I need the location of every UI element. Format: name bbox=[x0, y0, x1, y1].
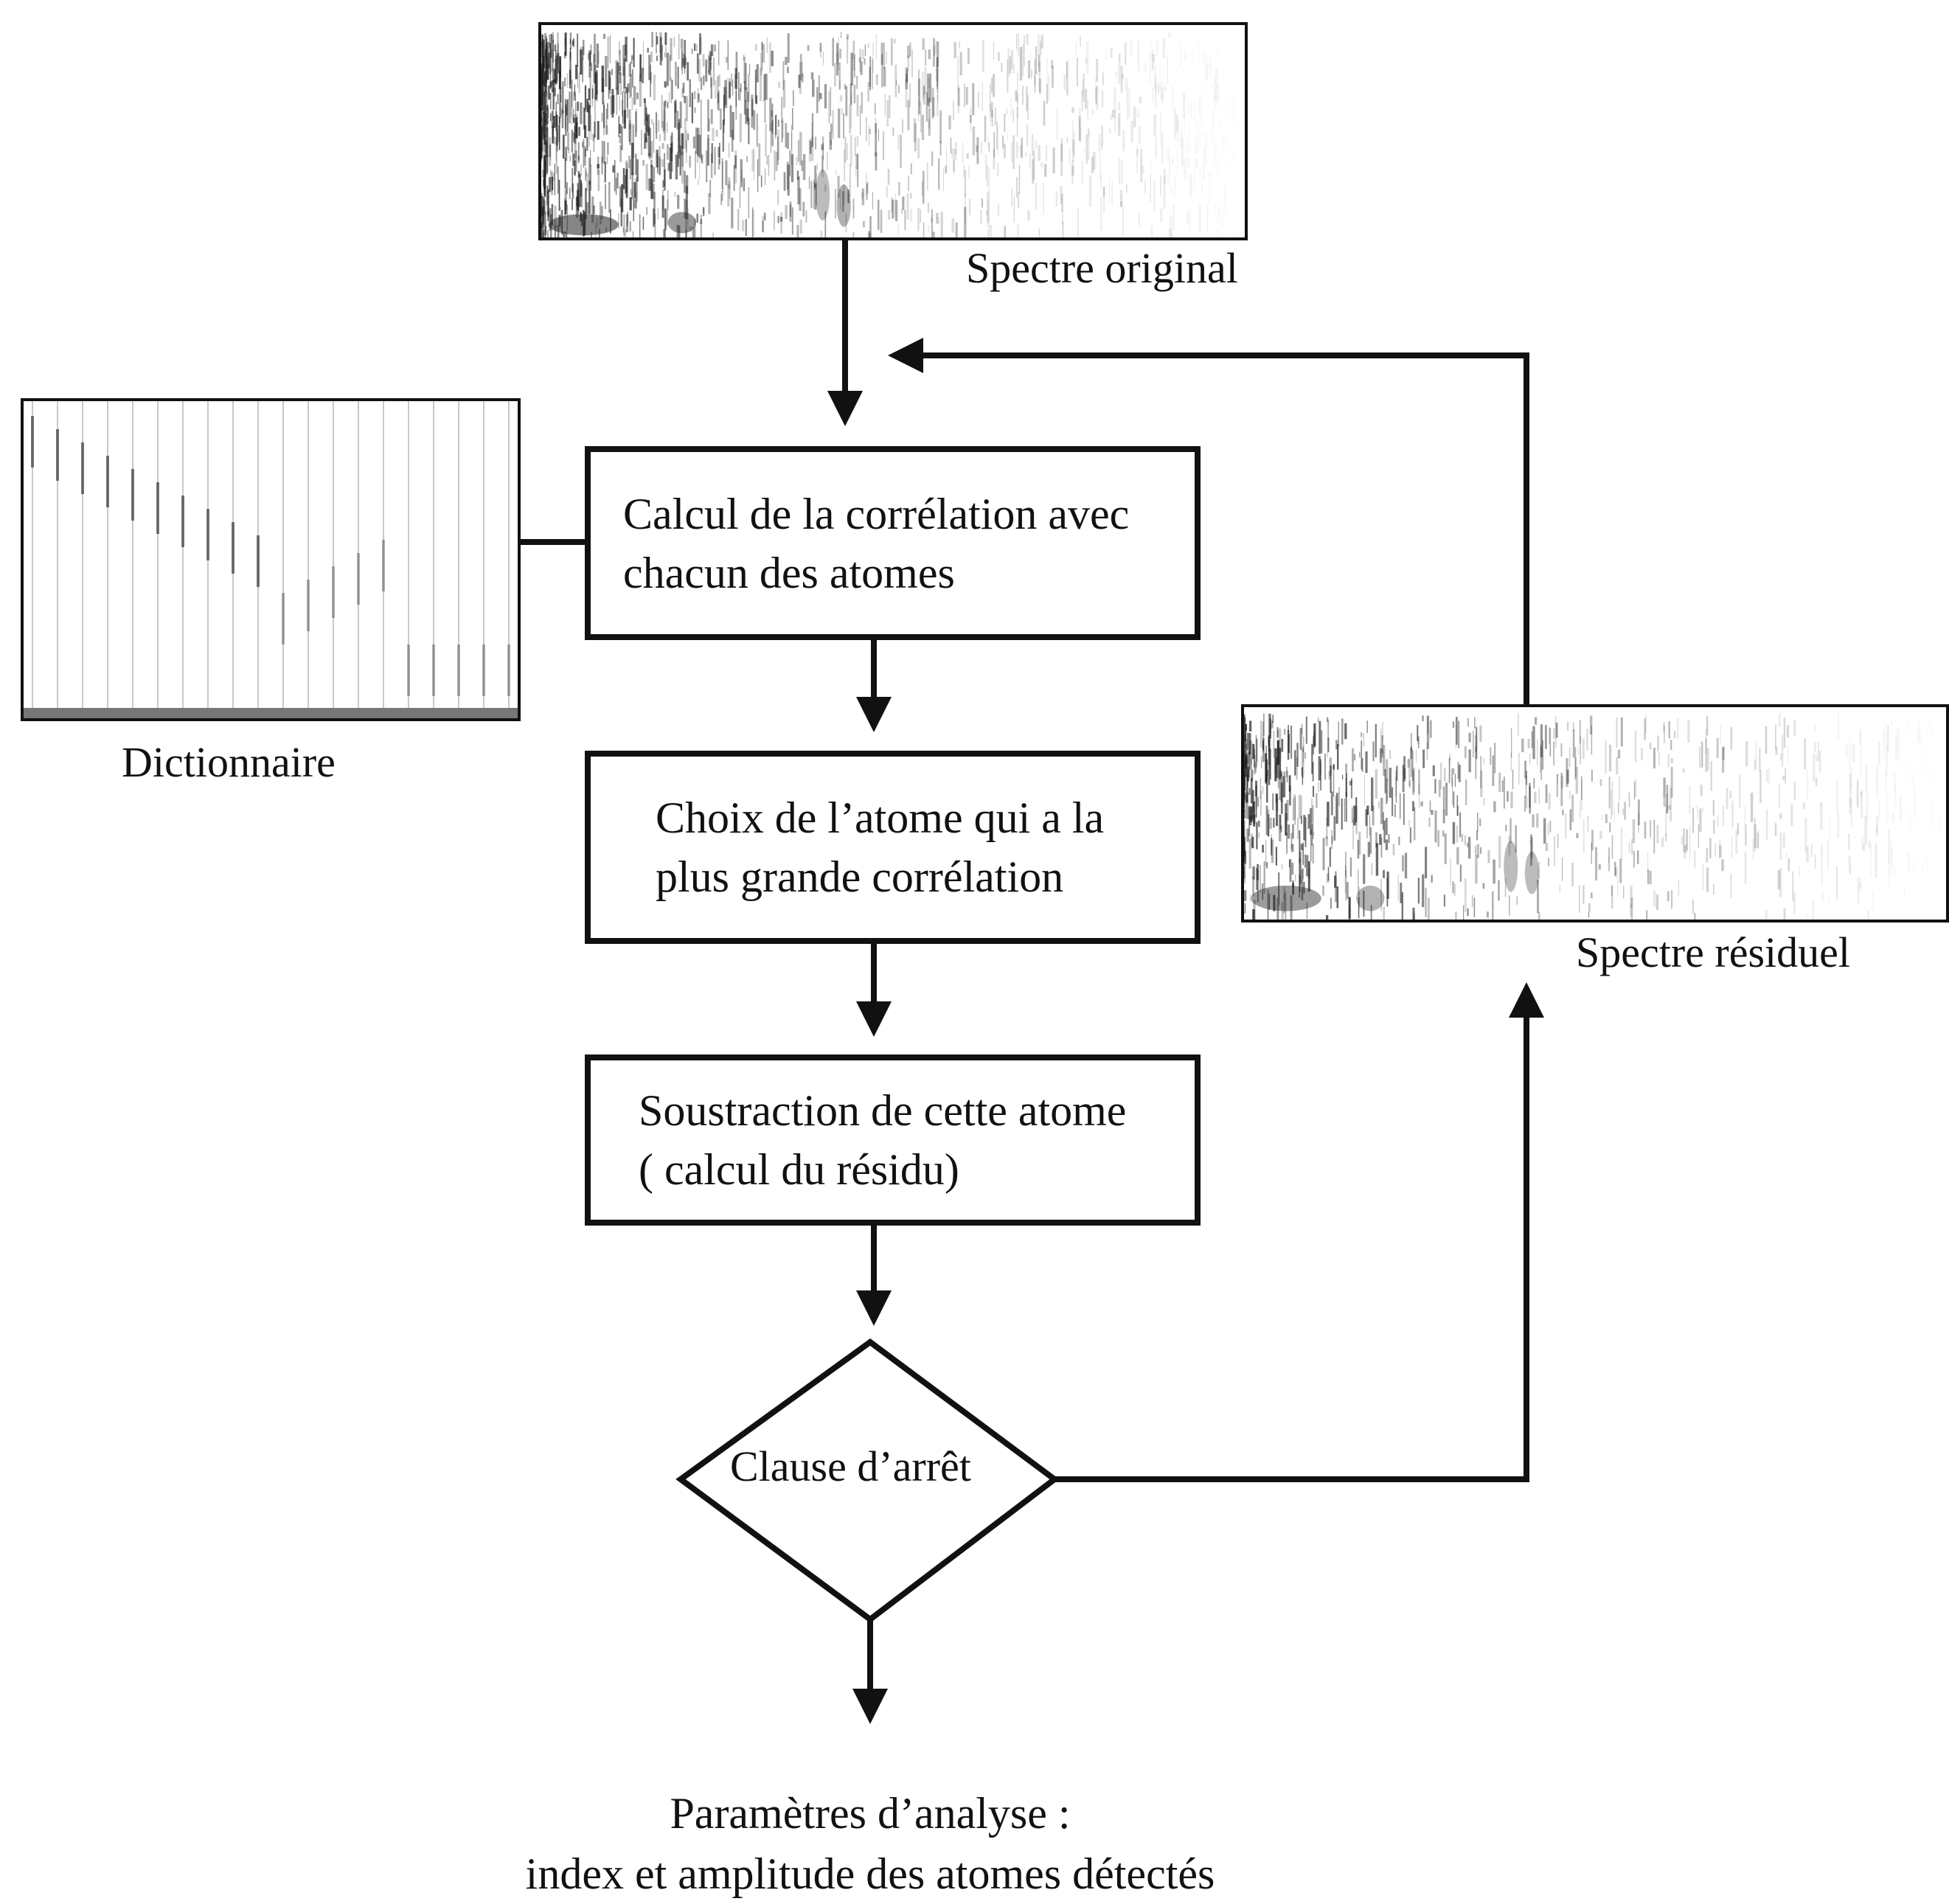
arrow-decision-to-residual bbox=[1055, 982, 1544, 1482]
correlation-step-text: Calcul de la corrélation avec chacun des… bbox=[623, 489, 1130, 597]
atom-choice-step-box: Choix de l’atome qui a la plus grande co… bbox=[585, 751, 1201, 944]
spectrogram-texture bbox=[1244, 713, 1910, 920]
output-description: index et amplitude des atomes détectés bbox=[525, 1849, 1215, 1898]
output-title: Paramètres d’analyse : bbox=[670, 1789, 1071, 1838]
stop-clause-text: Clause d’arrêt bbox=[730, 1442, 971, 1490]
loop-residual-to-top bbox=[888, 338, 1529, 704]
dictionary-image bbox=[21, 398, 521, 721]
subtraction-step-text: Soustraction de cette atome ( calcul du … bbox=[639, 1086, 1127, 1194]
residual-spectrum-label: Spectre résiduel bbox=[1576, 928, 1851, 976]
subtraction-step-box: Soustraction de cette atome ( calcul du … bbox=[585, 1055, 1201, 1226]
spectrogram-texture bbox=[541, 31, 1212, 237]
dictionary-atoms-texture bbox=[24, 401, 518, 718]
original-spectrum-label: Spectre original bbox=[966, 244, 1238, 292]
dictionary-label: Dictionnaire bbox=[122, 738, 336, 786]
correlation-step-box: Calcul de la corrélation avec chacun des… bbox=[585, 446, 1201, 640]
decision-diamond bbox=[675, 1338, 1060, 1623]
analysis-parameters-output: Paramètres d’analyse : index et amplitud… bbox=[383, 1783, 1357, 1904]
atom-choice-step-text: Choix de l’atome qui a la plus grande co… bbox=[656, 793, 1105, 901]
residual-spectrum-image bbox=[1241, 704, 1949, 923]
original-spectrum-image bbox=[538, 22, 1248, 240]
